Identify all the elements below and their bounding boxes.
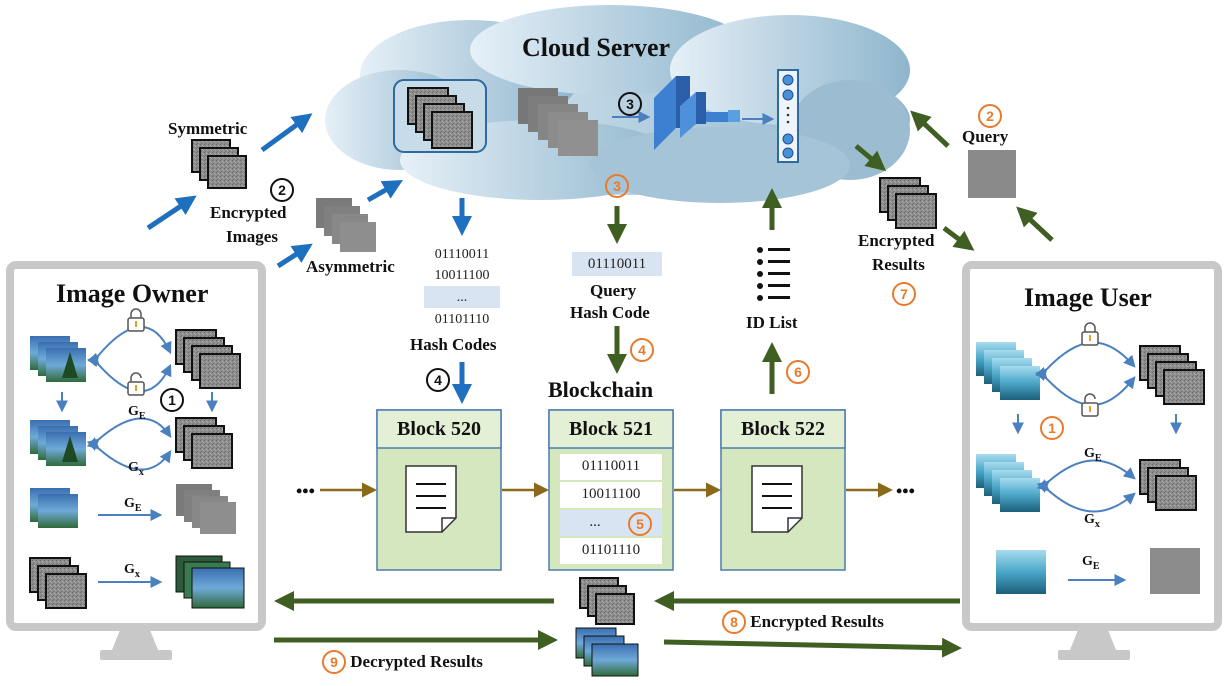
query-label: Query bbox=[962, 127, 1009, 146]
block-522-shape bbox=[720, 409, 846, 571]
step-1-orange: 1 bbox=[1040, 416, 1064, 440]
cloud-image-stack bbox=[518, 88, 598, 156]
owner-title: Image Owner bbox=[56, 279, 209, 308]
hash-code-3: 01101110 bbox=[434, 312, 490, 327]
user-ge-2: GE bbox=[1082, 554, 1100, 572]
step-3-black: 3 bbox=[618, 92, 642, 116]
owner-noise-stack bbox=[29, 557, 87, 609]
lock-open-icon bbox=[127, 372, 145, 396]
user-title: Image User bbox=[1024, 283, 1152, 312]
step-5-orange: 5 bbox=[628, 512, 652, 536]
bottom-decrypted-stack bbox=[575, 627, 639, 677]
block-521-code-1: 10011100 bbox=[581, 486, 641, 502]
owner-plain-images-2 bbox=[30, 420, 86, 466]
block-521-title: Block 521 bbox=[569, 418, 653, 440]
owner-gx-2: Gx bbox=[124, 562, 140, 580]
user-gx-1: Gx bbox=[1084, 512, 1100, 530]
hash-code-1: 10011100 bbox=[434, 268, 490, 283]
hash-code-2: ... bbox=[456, 290, 468, 305]
step-1-black: 1 bbox=[160, 388, 184, 412]
step-4-black: 4 bbox=[426, 368, 450, 392]
hash-codes-label: Hash Codes bbox=[410, 335, 497, 354]
fc-layer-icon bbox=[777, 69, 799, 163]
asymmetric-label: Asymmetric bbox=[306, 257, 395, 276]
query-hash-label-1: Query bbox=[590, 281, 637, 300]
block-520-title: Block 520 bbox=[397, 418, 481, 440]
step-2-orange: 2 bbox=[978, 104, 1002, 128]
encrypted-images-label-1: Encrypted bbox=[210, 203, 287, 222]
blockchain-title: Blockchain bbox=[548, 377, 654, 402]
user-lock-open-icon bbox=[1081, 393, 1099, 417]
owner-plain-images-3 bbox=[30, 488, 78, 528]
id-list-icon bbox=[757, 247, 790, 301]
id-list-label: ID List bbox=[746, 313, 798, 332]
cnn-icon bbox=[654, 76, 740, 150]
query-hash-value: 01110011 bbox=[587, 256, 647, 272]
decrypted-results-bottom: 9 Decrypted Results bbox=[322, 650, 483, 674]
symmetric-label: Symmetric bbox=[168, 119, 248, 138]
owner-ge-2: GE bbox=[124, 496, 142, 514]
owner-encrypted-stack-1 bbox=[175, 329, 241, 389]
user-plain-images-1 bbox=[976, 342, 1040, 400]
step-2-black: 2 bbox=[270, 178, 294, 202]
encrypted-results-bottom: 8 Encrypted Results bbox=[722, 610, 884, 634]
user-ge-1: GE bbox=[1084, 446, 1102, 464]
user-plain-images-2 bbox=[976, 454, 1040, 512]
step-7-orange: 7 bbox=[892, 282, 916, 306]
cloud-index-stack bbox=[407, 87, 473, 149]
bottom-encrypted-stack bbox=[579, 577, 635, 625]
hash-code-table bbox=[424, 244, 500, 330]
step-4-orange: 4 bbox=[630, 338, 654, 362]
owner-encrypted-stack-2 bbox=[175, 417, 233, 469]
encrypted-images-label-2: Images bbox=[226, 227, 278, 246]
owner-ge-1: GE bbox=[128, 404, 146, 422]
owner-asym-stack bbox=[176, 484, 236, 534]
owner-gx-1: Gx bbox=[128, 460, 144, 478]
owner-decrypted-stack bbox=[175, 555, 245, 609]
chain-ellipsis-right: ••• bbox=[896, 481, 915, 501]
user-query-noise bbox=[1150, 548, 1200, 594]
block-521-code-0: 01110011 bbox=[581, 458, 641, 474]
block-520-shape bbox=[376, 409, 502, 571]
lock-closed-icon bbox=[127, 308, 145, 332]
encrypted-results-label-1: Encrypted bbox=[858, 231, 935, 250]
hash-code-0: 01110011 bbox=[434, 247, 490, 262]
block-521-shape bbox=[548, 409, 674, 571]
symmetric-stack bbox=[191, 139, 247, 189]
block-522-title: Block 522 bbox=[741, 418, 825, 440]
step-3-orange: 3 bbox=[605, 174, 629, 198]
query-hash-label-2: Hash Code bbox=[570, 303, 650, 322]
user-plain-image bbox=[996, 550, 1046, 594]
user-lock-closed-icon bbox=[1081, 322, 1099, 346]
encrypted-results-stack bbox=[879, 177, 937, 229]
query-image bbox=[968, 150, 1016, 198]
encrypted-results-label-2: Results bbox=[872, 255, 925, 274]
cloud-title: Cloud Server bbox=[522, 33, 671, 62]
owner-plain-images-1 bbox=[30, 336, 86, 382]
query-hash-box bbox=[572, 252, 662, 276]
block-521-code-3: 01101110 bbox=[581, 542, 641, 558]
user-encrypted-stack-1 bbox=[1139, 345, 1205, 405]
block-521-code-2: ... bbox=[589, 514, 601, 530]
step-6-orange: 6 bbox=[786, 360, 810, 384]
user-encrypted-stack-2 bbox=[1139, 459, 1197, 511]
chain-ellipsis-left: ••• bbox=[296, 481, 315, 501]
asymmetric-stack bbox=[316, 198, 376, 252]
